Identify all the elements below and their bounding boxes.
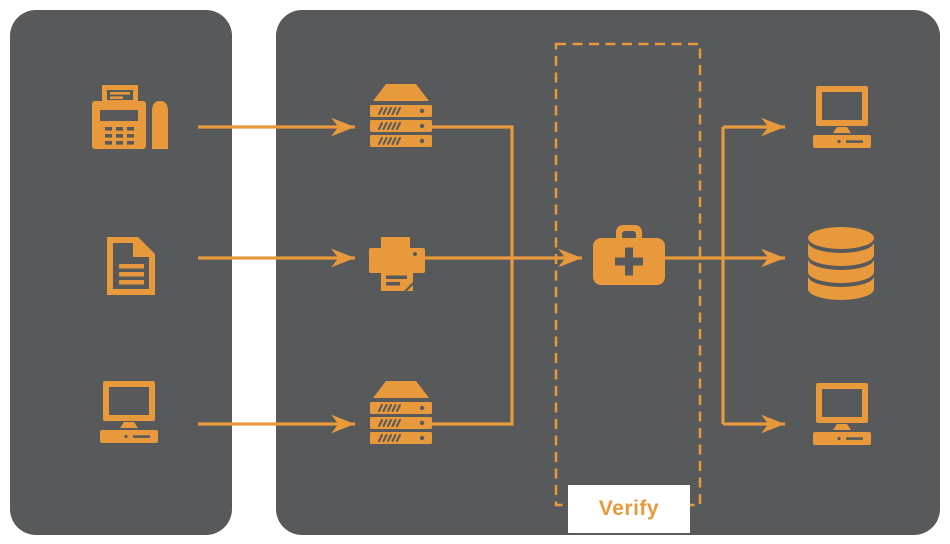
medical-case-icon	[593, 225, 665, 285]
database-node	[808, 227, 874, 308]
database-icon	[808, 227, 874, 300]
verify-stage-node	[593, 225, 665, 290]
fax-icon	[92, 85, 168, 149]
desktop-computer-icon	[813, 86, 871, 148]
fax-node	[92, 85, 168, 154]
desktop-computer-icon	[813, 383, 871, 445]
desktop-computer-icon	[100, 381, 158, 443]
server-node-top	[369, 84, 433, 153]
computer-node-output-top	[813, 86, 871, 153]
printer-icon	[369, 237, 425, 291]
verify-label-box: Verify	[568, 485, 690, 533]
verify-label: Verify	[598, 497, 660, 520]
server-node-bottom	[369, 381, 433, 450]
server-icon	[370, 381, 432, 444]
printer-node	[369, 237, 425, 299]
computer-node-output-bottom	[813, 383, 871, 450]
document-node	[107, 237, 155, 300]
document-icon	[107, 237, 155, 295]
server-icon	[370, 84, 432, 147]
computer-node-input	[100, 381, 158, 448]
